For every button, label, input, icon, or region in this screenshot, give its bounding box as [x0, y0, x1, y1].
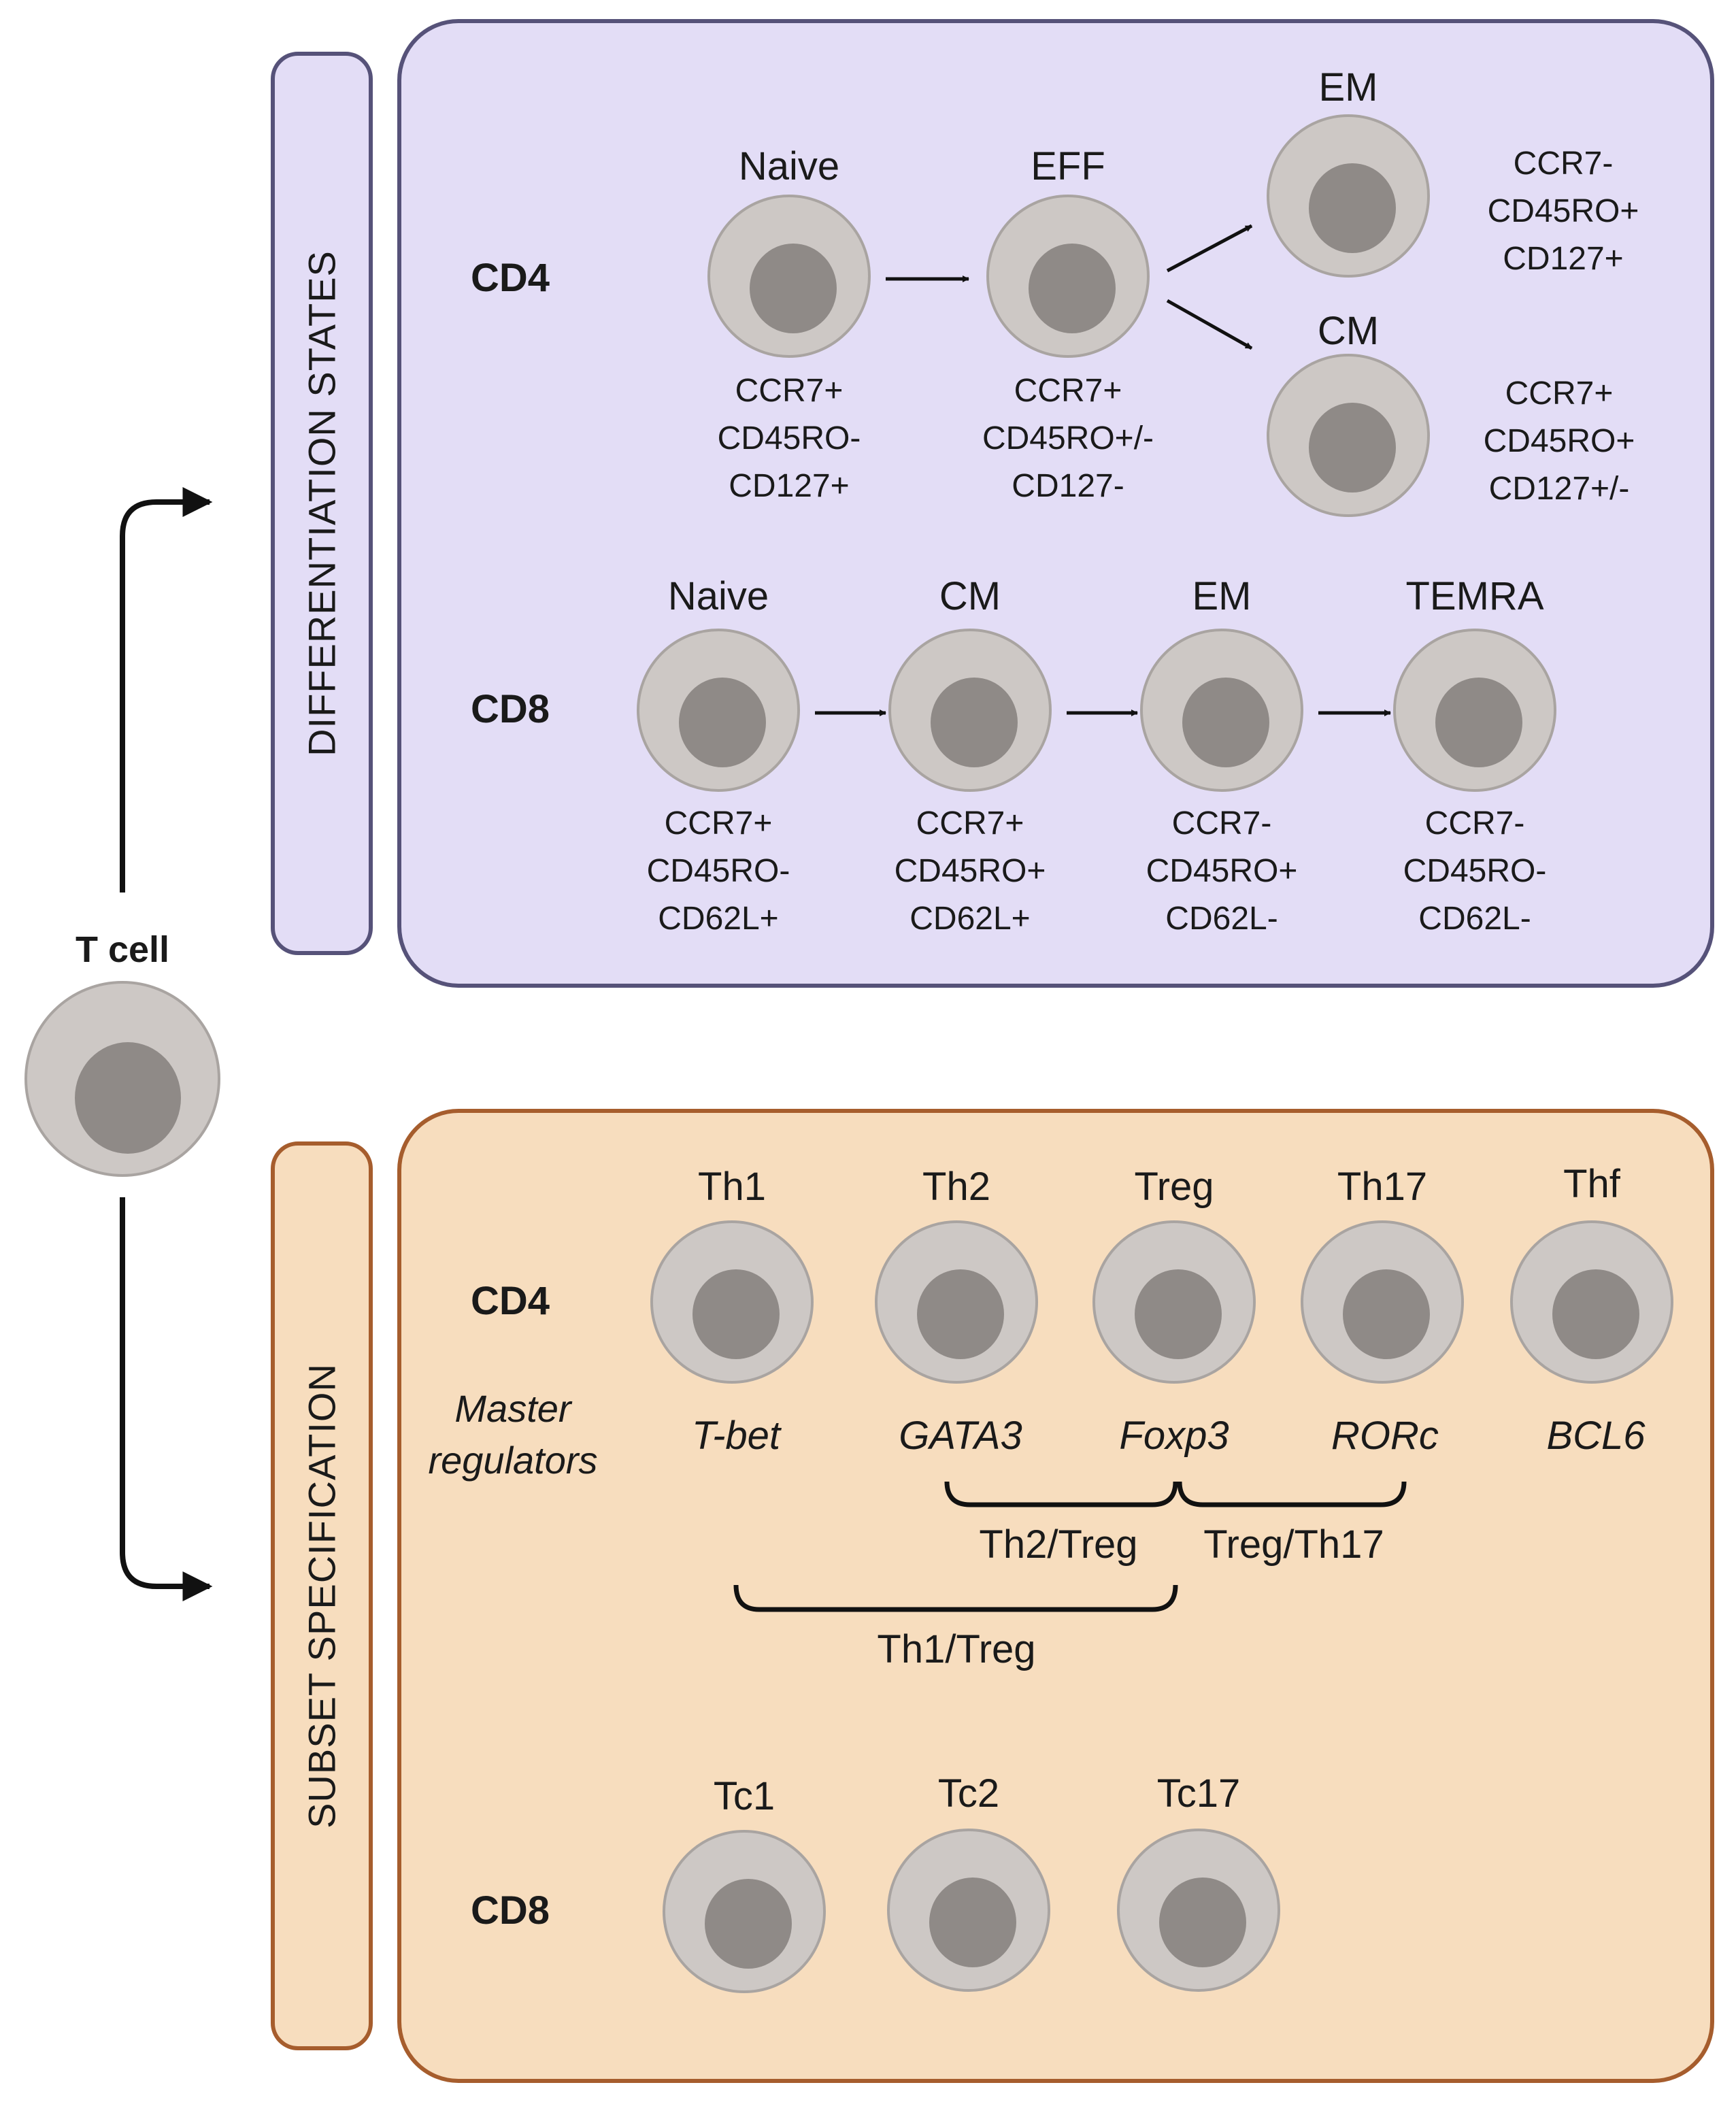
cd4-cm-marker: CD45RO+: [1484, 423, 1635, 459]
master-regulators-label: regulators: [428, 1439, 597, 1482]
tc17-name: Tc17: [1157, 1771, 1241, 1816]
treg-name: Treg: [1134, 1165, 1214, 1209]
tc1-name: Tc1: [714, 1774, 775, 1818]
cd4-cm-name: CM: [1318, 309, 1379, 353]
cd8-temra-marker: CD62L-: [1418, 901, 1531, 937]
thf-name: Thf: [1563, 1162, 1621, 1206]
diff-cd8-label: CD8: [471, 687, 550, 731]
cd4-cm-cell: [1267, 354, 1430, 517]
cd4-em-marker: CD127+: [1503, 241, 1623, 277]
arrow-to-subset: [120, 1197, 213, 1601]
tc2-name: Tc2: [938, 1771, 999, 1816]
bracket-treg-th17-label: Treg/Th17: [1203, 1522, 1384, 1567]
th17-name: Th17: [1337, 1165, 1427, 1209]
differentiation-states-tab: DIFFERENTIATION STATES: [271, 52, 373, 955]
cd4-eff-marker: CD45RO+/-: [982, 420, 1154, 456]
cd8-em-name: EM: [1192, 574, 1252, 618]
master-regulators-label: Master: [454, 1387, 572, 1430]
cd4-eff-cell: [986, 195, 1150, 358]
cd4-em-name: EM: [1319, 65, 1378, 110]
tc1-cell: [663, 1830, 826, 1993]
cd8-cm-marker: CCR7+: [916, 805, 1024, 841]
cd4-naive-cell: [707, 195, 871, 358]
th2-name: Th2: [922, 1165, 990, 1209]
cd8-naive-marker: CD62L+: [658, 901, 778, 937]
bracket-treg-th17: [1177, 1481, 1407, 1507]
arrow-eff-to-cm: [1166, 299, 1253, 350]
cd8-naive-marker: CCR7+: [665, 805, 773, 841]
thf-cell: [1510, 1220, 1673, 1384]
cd4-em-marker: CD45RO+: [1488, 193, 1639, 229]
cd4-eff-marker: CD127-: [1012, 468, 1124, 504]
th17-cell: [1301, 1220, 1464, 1384]
cd8-em-marker: CD45RO+: [1146, 853, 1298, 889]
th1-name: Th1: [698, 1165, 766, 1209]
cd8-cm-marker: CD62L+: [909, 901, 1030, 937]
bracket-th2-treg-label: Th2/Treg: [979, 1522, 1137, 1567]
subset-specification-tab: SUBSET SPECIFICATION: [271, 1141, 373, 2050]
th1-regulator: T-bet: [692, 1414, 782, 1458]
cd8-cm-marker: CD45RO+: [895, 853, 1046, 889]
th17-regulator: RORc: [1331, 1414, 1439, 1458]
cd8-cm-cell: [888, 629, 1052, 792]
cd4-naive-marker: CD45RO-: [718, 420, 861, 456]
cd4-cm-marker: CCR7+: [1505, 376, 1614, 412]
arrow-eff-to-em: [1166, 224, 1253, 273]
cd4-em-marker: CCR7-: [1514, 146, 1614, 182]
bracket-th2-treg: [944, 1481, 1178, 1507]
cd8-naive-cell: [637, 629, 800, 792]
tc17-cell: [1117, 1829, 1280, 1992]
cd8-temra-name: TEMRA: [1406, 574, 1544, 618]
t-cell-label: T cell: [76, 929, 169, 970]
bracket-th1-treg: [733, 1584, 1178, 1612]
thf-regulator: BCL6: [1546, 1414, 1646, 1458]
cd8-naive-marker: CD45RO-: [647, 853, 790, 889]
diff-cd4-label: CD4: [471, 256, 550, 300]
subset-panel: [397, 1109, 1714, 2083]
differentiation-panel: [397, 19, 1714, 988]
cd4-naive-marker: CCR7+: [735, 373, 844, 409]
t-cell: [24, 981, 220, 1177]
cd8-cm-name: CM: [939, 574, 1001, 618]
cd8-em-marker: CCR7-: [1172, 805, 1272, 841]
subset-cd4-label: CD4: [471, 1279, 550, 1323]
cd4-cm-marker: CD127+/-: [1489, 471, 1630, 507]
cd4-eff-marker: CCR7+: [1014, 373, 1122, 409]
treg-cell: [1092, 1220, 1256, 1384]
cd8-naive-name: Naive: [668, 574, 769, 618]
cd4-naive-name: Naive: [739, 144, 839, 188]
cd8-em-marker: CD62L-: [1165, 901, 1278, 937]
cd4-em-cell: [1267, 114, 1430, 278]
bracket-th1-treg-label: Th1/Treg: [877, 1627, 1035, 1671]
cd8-em-cell: [1140, 629, 1303, 792]
cd8-temra-cell: [1393, 629, 1556, 792]
cd4-eff-name: EFF: [1031, 144, 1105, 188]
th1-cell: [650, 1220, 814, 1384]
cd8-temra-marker: CD45RO-: [1403, 853, 1547, 889]
cd8-temra-marker: CCR7-: [1425, 805, 1525, 841]
tc2-cell: [887, 1829, 1050, 1992]
cd4-naive-marker: CD127+: [729, 468, 849, 504]
subset-cd8-label: CD8: [471, 1888, 550, 1933]
arrow-to-differentiation: [120, 487, 213, 892]
th2-regulator: GATA3: [899, 1414, 1022, 1458]
th2-cell: [875, 1220, 1038, 1384]
treg-regulator: Foxp3: [1119, 1414, 1229, 1458]
